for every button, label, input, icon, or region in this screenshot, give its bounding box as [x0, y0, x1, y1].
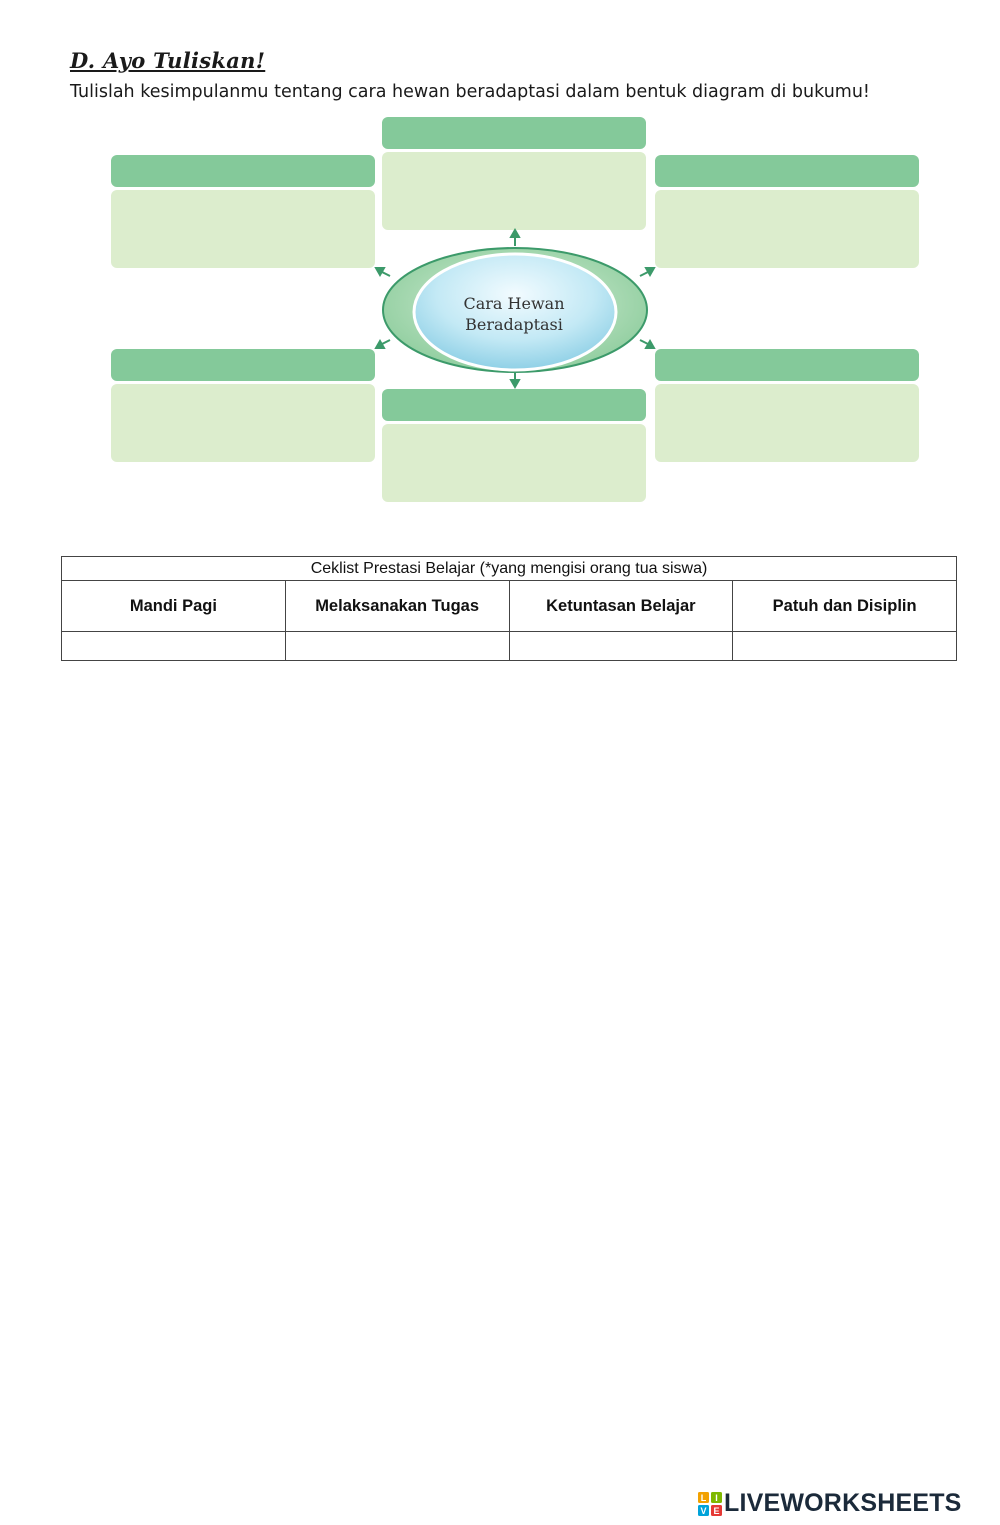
checklist-table: Ceklist Prestasi Belajar (*yang mengisi … [61, 556, 957, 661]
box-bottom-right-body[interactable] [655, 384, 919, 462]
checklist-caption: Ceklist Prestasi Belajar (*yang mengisi … [61, 556, 957, 581]
center-label-line1: Cara Hewan [463, 294, 564, 313]
section-heading: D. Ayo Tuliskan! [70, 48, 266, 73]
svg-text:I: I [715, 1493, 718, 1503]
box-top-right-header [655, 155, 919, 187]
center-label-line2: Beradaptasi [465, 315, 563, 334]
checklist-caption-row: Ceklist Prestasi Belajar (*yang mengisi … [61, 556, 957, 581]
arrow-up-left [374, 267, 391, 278]
svg-text:V: V [700, 1506, 706, 1516]
arrow-down [509, 373, 521, 390]
cell-ketuntasan-belajar[interactable] [508, 631, 734, 661]
col-mandi-pagi: Mandi Pagi [61, 580, 286, 632]
instruction-text: Tulislah kesimpulanmu tentang cara hewan… [70, 82, 870, 102]
box-bottom-left-header [111, 349, 375, 381]
box-top-left-body[interactable] [111, 190, 375, 268]
box-bottom-header [382, 389, 646, 421]
box-bottom-right-header [655, 349, 919, 381]
box-top-right-body[interactable] [655, 190, 919, 268]
cell-mandi-pagi[interactable] [61, 631, 286, 661]
arrow-up-right [639, 267, 656, 278]
arrow-up [509, 227, 521, 246]
box-top-left-header [111, 155, 375, 187]
checklist-header-row: Mandi Pagi Melaksanakan Tugas Ketuntasan… [61, 580, 957, 632]
cell-melaksanakan-tugas[interactable] [284, 631, 510, 661]
liveworksheets-logo: L I V E LIVEWORKSHEETS [698, 1489, 962, 1518]
svg-text:L: L [701, 1493, 707, 1503]
cell-patuh-disiplin[interactable] [732, 631, 957, 661]
box-bottom-body[interactable] [382, 424, 646, 502]
col-melaksanakan-tugas: Melaksanakan Tugas [284, 580, 510, 632]
center-ellipse: Cara Hewan Beradaptasi [374, 227, 656, 390]
checklist-answer-row [61, 631, 957, 661]
adaptation-diagram: Cara Hewan Beradaptasi [0, 0, 1000, 520]
liveworksheets-logo-text: LIVEWORKSHEETS [724, 1489, 962, 1517]
col-ketuntasan-belajar: Ketuntasan Belajar [508, 580, 734, 632]
arrow-down-left [374, 338, 391, 349]
svg-text:E: E [713, 1506, 719, 1516]
liveworksheets-logo-icon: L I V E [698, 1491, 722, 1516]
box-top-body[interactable] [382, 152, 646, 230]
box-top-header [382, 117, 646, 149]
arrow-down-right [639, 338, 656, 349]
col-patuh-disiplin: Patuh dan Disiplin [732, 580, 957, 632]
box-bottom-left-body[interactable] [111, 384, 375, 462]
